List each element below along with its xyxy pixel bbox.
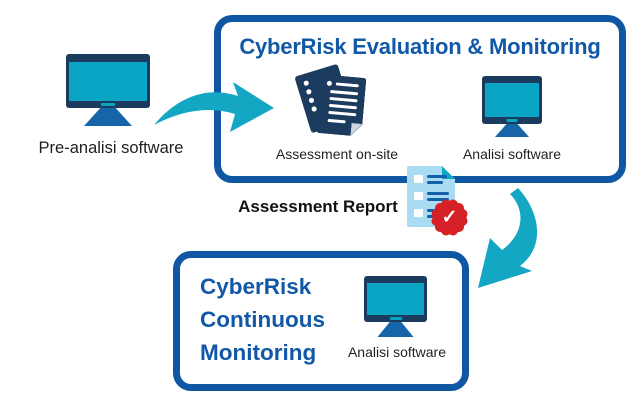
documents-icon [294,63,380,150]
report-document-icon [407,166,455,227]
analisi-software-label-bottom: Analisi software [347,344,447,360]
monitor-icon [364,276,427,337]
arrow-right-icon [154,82,274,132]
page-fold-corner [350,123,362,137]
evaluation-monitoring-title: CyberRisk Evaluation & Monitoring [239,34,601,59]
monitor-icon [482,76,542,137]
title-line-2: Continuous [200,307,325,332]
title-line-3: Monitoring [200,340,317,365]
analisi-software-label-top: Analisi software [462,146,562,162]
check-icon: ✓ [434,202,465,233]
continuous-monitoring-title: CyberRisk Continuous Monitoring [200,270,325,369]
pre-analysis-label: Pre-analisi software [38,139,184,157]
assessment-report-label: Assessment Report [238,197,398,216]
seal-check-icon: ✓ [429,197,470,238]
document-page-front [317,74,367,137]
arrow-down-icon [478,188,538,288]
assessment-onsite-label: Assessment on-site [275,146,399,162]
title-line-1: CyberRisk [200,274,312,299]
monitor-icon [66,54,150,126]
